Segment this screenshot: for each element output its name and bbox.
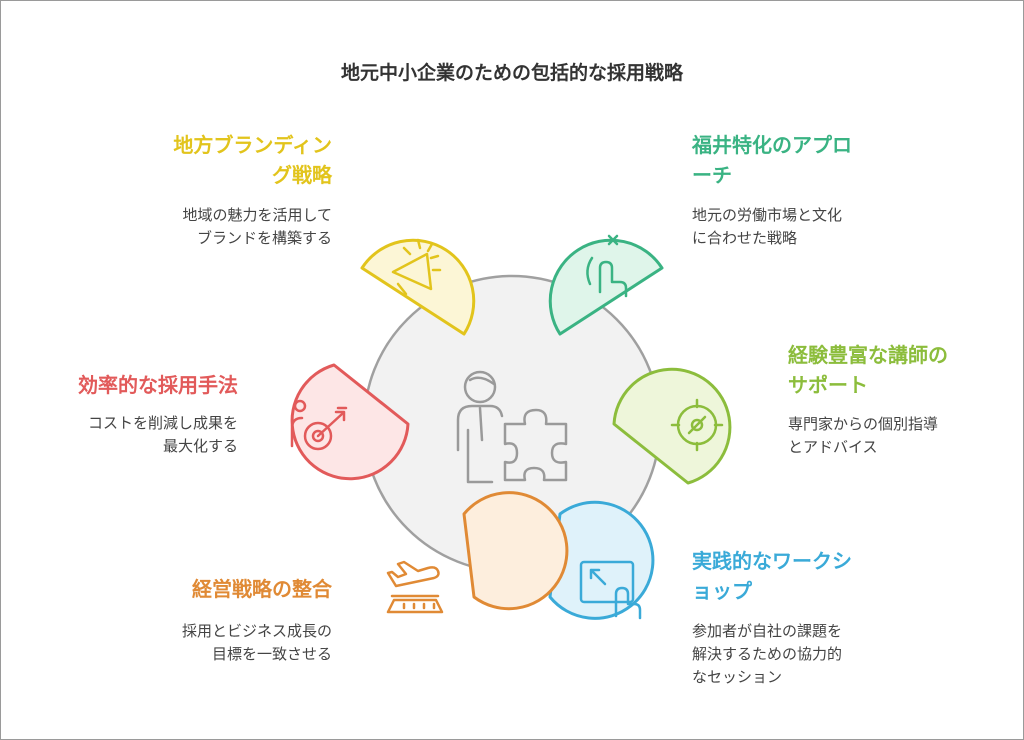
desc-line: に合わせた戦略 — [692, 229, 798, 247]
petal-red — [290, 363, 410, 481]
heading-line: ーチ — [692, 163, 732, 187]
desc-line: 地域の魅力を活用して — [182, 206, 332, 224]
desc-line: ブランドを構築する — [196, 229, 332, 247]
petal-green — [548, 238, 664, 336]
airplane-landing-icon — [386, 560, 444, 614]
desc-line: 目標を一致させる — [211, 645, 332, 663]
item-desc-lime: 専門家からの個別指導 とアドバイス — [788, 413, 998, 459]
item-heading-yellow: 地方ブランディン グ戦略 — [90, 130, 332, 190]
desc-line: なセッション — [692, 668, 783, 686]
item-desc-blue: 参加者が自社の課題を 解決するための協力的 なセッション — [692, 620, 952, 689]
petal-orange — [462, 491, 569, 611]
heading-line: 経験豊富な講師の — [788, 343, 948, 367]
desc-line: 最大化する — [162, 437, 238, 455]
item-heading-green: 福井特化のアプロ ーチ — [692, 130, 952, 190]
heading-line: ョップ — [692, 579, 752, 603]
heading-line: 効率的な採用手法 — [78, 373, 238, 397]
person-puzzle-icon — [456, 370, 568, 484]
item-heading-orange: 経営戦略の整合 — [90, 574, 332, 604]
heading-line: サポート — [788, 373, 868, 397]
petal-yellow — [360, 238, 476, 336]
desc-line: 専門家からの個別指導 — [788, 415, 939, 433]
desc-line: コストを削減し成果を — [87, 414, 238, 432]
heading-line: 実践的なワークシ — [692, 549, 852, 573]
heading-line: 地方ブランディン — [173, 133, 332, 157]
item-desc-green: 地元の労働市場と文化 に合わせた戦略 — [692, 204, 952, 250]
touch-screen-icon — [579, 560, 642, 620]
item-heading-blue: 実践的なワークシ ョップ — [692, 546, 952, 606]
hand-tap-icon — [586, 234, 628, 298]
desc-line: 参加者が自社の課題を — [692, 622, 843, 640]
item-desc-yellow: 地域の魅力を活用して ブランドを構築する — [90, 204, 332, 250]
item-heading-lime: 経験豊富な講師の サポート — [788, 340, 998, 400]
heading-line: 福井特化のアプロ — [692, 133, 852, 157]
megaphone-icon — [391, 238, 442, 296]
desc-line: 解決するための協力的 — [692, 645, 843, 663]
item-desc-red: コストを削減し成果を 最大化する — [20, 412, 238, 458]
heading-line: 経営戦略の整合 — [192, 577, 332, 601]
desc-line: とアドバイス — [788, 438, 878, 456]
target-arrow-icon — [290, 399, 348, 451]
item-desc-orange: 採用とビジネス成長の 目標を一致させる — [90, 620, 332, 666]
page-title: 地元中小企業のための包括的な採用戦略 — [340, 62, 683, 84]
compass-icon — [670, 398, 724, 452]
desc-line: 採用とビジネス成長の — [181, 622, 332, 640]
heading-line: グ戦略 — [272, 163, 332, 187]
item-heading-red: 効率的な採用手法 — [20, 370, 238, 400]
desc-line: 地元の労働市場と文化 — [692, 206, 843, 224]
